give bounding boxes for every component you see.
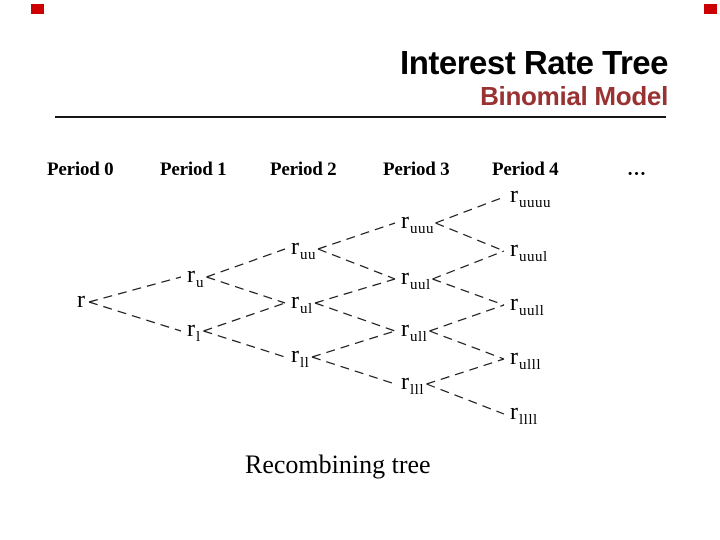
node-base: r [401, 264, 409, 290]
node-base: r [510, 290, 518, 316]
node-subscript: ull [410, 329, 428, 345]
tree-node-ruuuu: ruuuu [510, 183, 551, 215]
tree-edge-rll-rull [311, 330, 396, 358]
tree-edge-ru-rul [206, 276, 286, 304]
node-subscript: uuuu [519, 195, 551, 211]
node-subscript: uuu [410, 221, 434, 237]
tree-node-ruuu: ruuu [401, 209, 434, 241]
tree-node-rl: rl [187, 317, 201, 349]
tree-edge-r-ru [88, 276, 182, 303]
tree-edge-ruu-ruul [317, 248, 396, 280]
node-base: r [187, 262, 195, 288]
tree-node-ruu: ruu [291, 235, 316, 267]
node-base: r [401, 208, 409, 234]
tree-edge-rul-ruul [314, 278, 396, 304]
node-subscript: llll [519, 412, 538, 428]
tree-edge-ruuu-ruuul [435, 222, 505, 252]
corner-marker-right [704, 4, 717, 14]
tree-edge-rul-rull [314, 302, 396, 332]
node-base: r [510, 344, 518, 370]
tree-edge-rl-rll [203, 330, 286, 358]
node-subscript: u [196, 275, 204, 291]
tree-edge-ruul-ruuul [432, 250, 505, 280]
node-base: r [291, 342, 299, 368]
column-header: Period 0 [47, 159, 114, 180]
node-subscript: uul [410, 277, 431, 293]
column-header: Period 1 [160, 159, 227, 180]
tree-edge-rll-rlll [311, 356, 396, 385]
node-base: r [291, 234, 299, 260]
node-base: r [187, 316, 195, 342]
tree-node-rull: rull [401, 317, 427, 349]
node-base: r [510, 182, 518, 208]
node-subscript: l [196, 329, 201, 345]
tree-edge-rl-rul [203, 302, 286, 332]
node-subscript: uu [300, 247, 316, 263]
diagram-caption: Recombining tree [245, 450, 431, 479]
column-header: Period 2 [270, 159, 337, 180]
node-subscript: uull [519, 303, 545, 319]
node-base: r [401, 316, 409, 342]
tree-edge-rull-rulll [429, 330, 505, 360]
node-base: r [77, 287, 85, 313]
node-subscript: ulll [519, 357, 542, 373]
tree-node-ruuul: ruuul [510, 237, 548, 269]
tree-node-ru: ru [187, 263, 204, 295]
page-title: Interest Rate Tree [400, 44, 668, 81]
node-subscript: lll [410, 382, 425, 398]
node-base: r [510, 399, 518, 425]
tree-node-rllll: rllll [510, 400, 538, 432]
tree-node-r: r [77, 288, 85, 312]
node-subscript: ll [300, 355, 310, 371]
tree-node-ruull: ruull [510, 291, 544, 323]
page-subtitle: Binomial Model [480, 81, 668, 111]
tree-edge-ruu-ruuu [317, 222, 396, 250]
tree-edge-ruuu-ruuuu [435, 196, 505, 224]
column-header: … [627, 159, 646, 180]
column-header: Period 4 [492, 159, 559, 180]
tree-edge-rlll-rllll [426, 383, 505, 415]
tree-edge-ru-ruu [206, 248, 286, 278]
tree-node-rll: rll [291, 343, 309, 375]
node-base: r [291, 288, 299, 314]
column-header: Period 3 [383, 159, 450, 180]
tree-edge-rull-ruull [429, 304, 505, 332]
tree-node-rlll: rlll [401, 370, 424, 402]
tree-edge-r-rl [88, 301, 182, 332]
node-subscript: uuul [519, 249, 548, 265]
node-base: r [401, 369, 409, 395]
node-base: r [510, 236, 518, 262]
corner-marker-left [31, 4, 44, 14]
node-subscript: ul [300, 301, 313, 317]
tree-node-rul: rul [291, 289, 313, 321]
tree-node-ruul: ruul [401, 265, 431, 297]
tree-node-rulll: rulll [510, 345, 541, 377]
tree-edge-rlll-rulll [426, 358, 505, 385]
tree-edge-ruul-ruull [432, 278, 505, 306]
title-divider [55, 116, 666, 118]
title-block: Interest Rate Tree Binomial Model [400, 46, 668, 110]
